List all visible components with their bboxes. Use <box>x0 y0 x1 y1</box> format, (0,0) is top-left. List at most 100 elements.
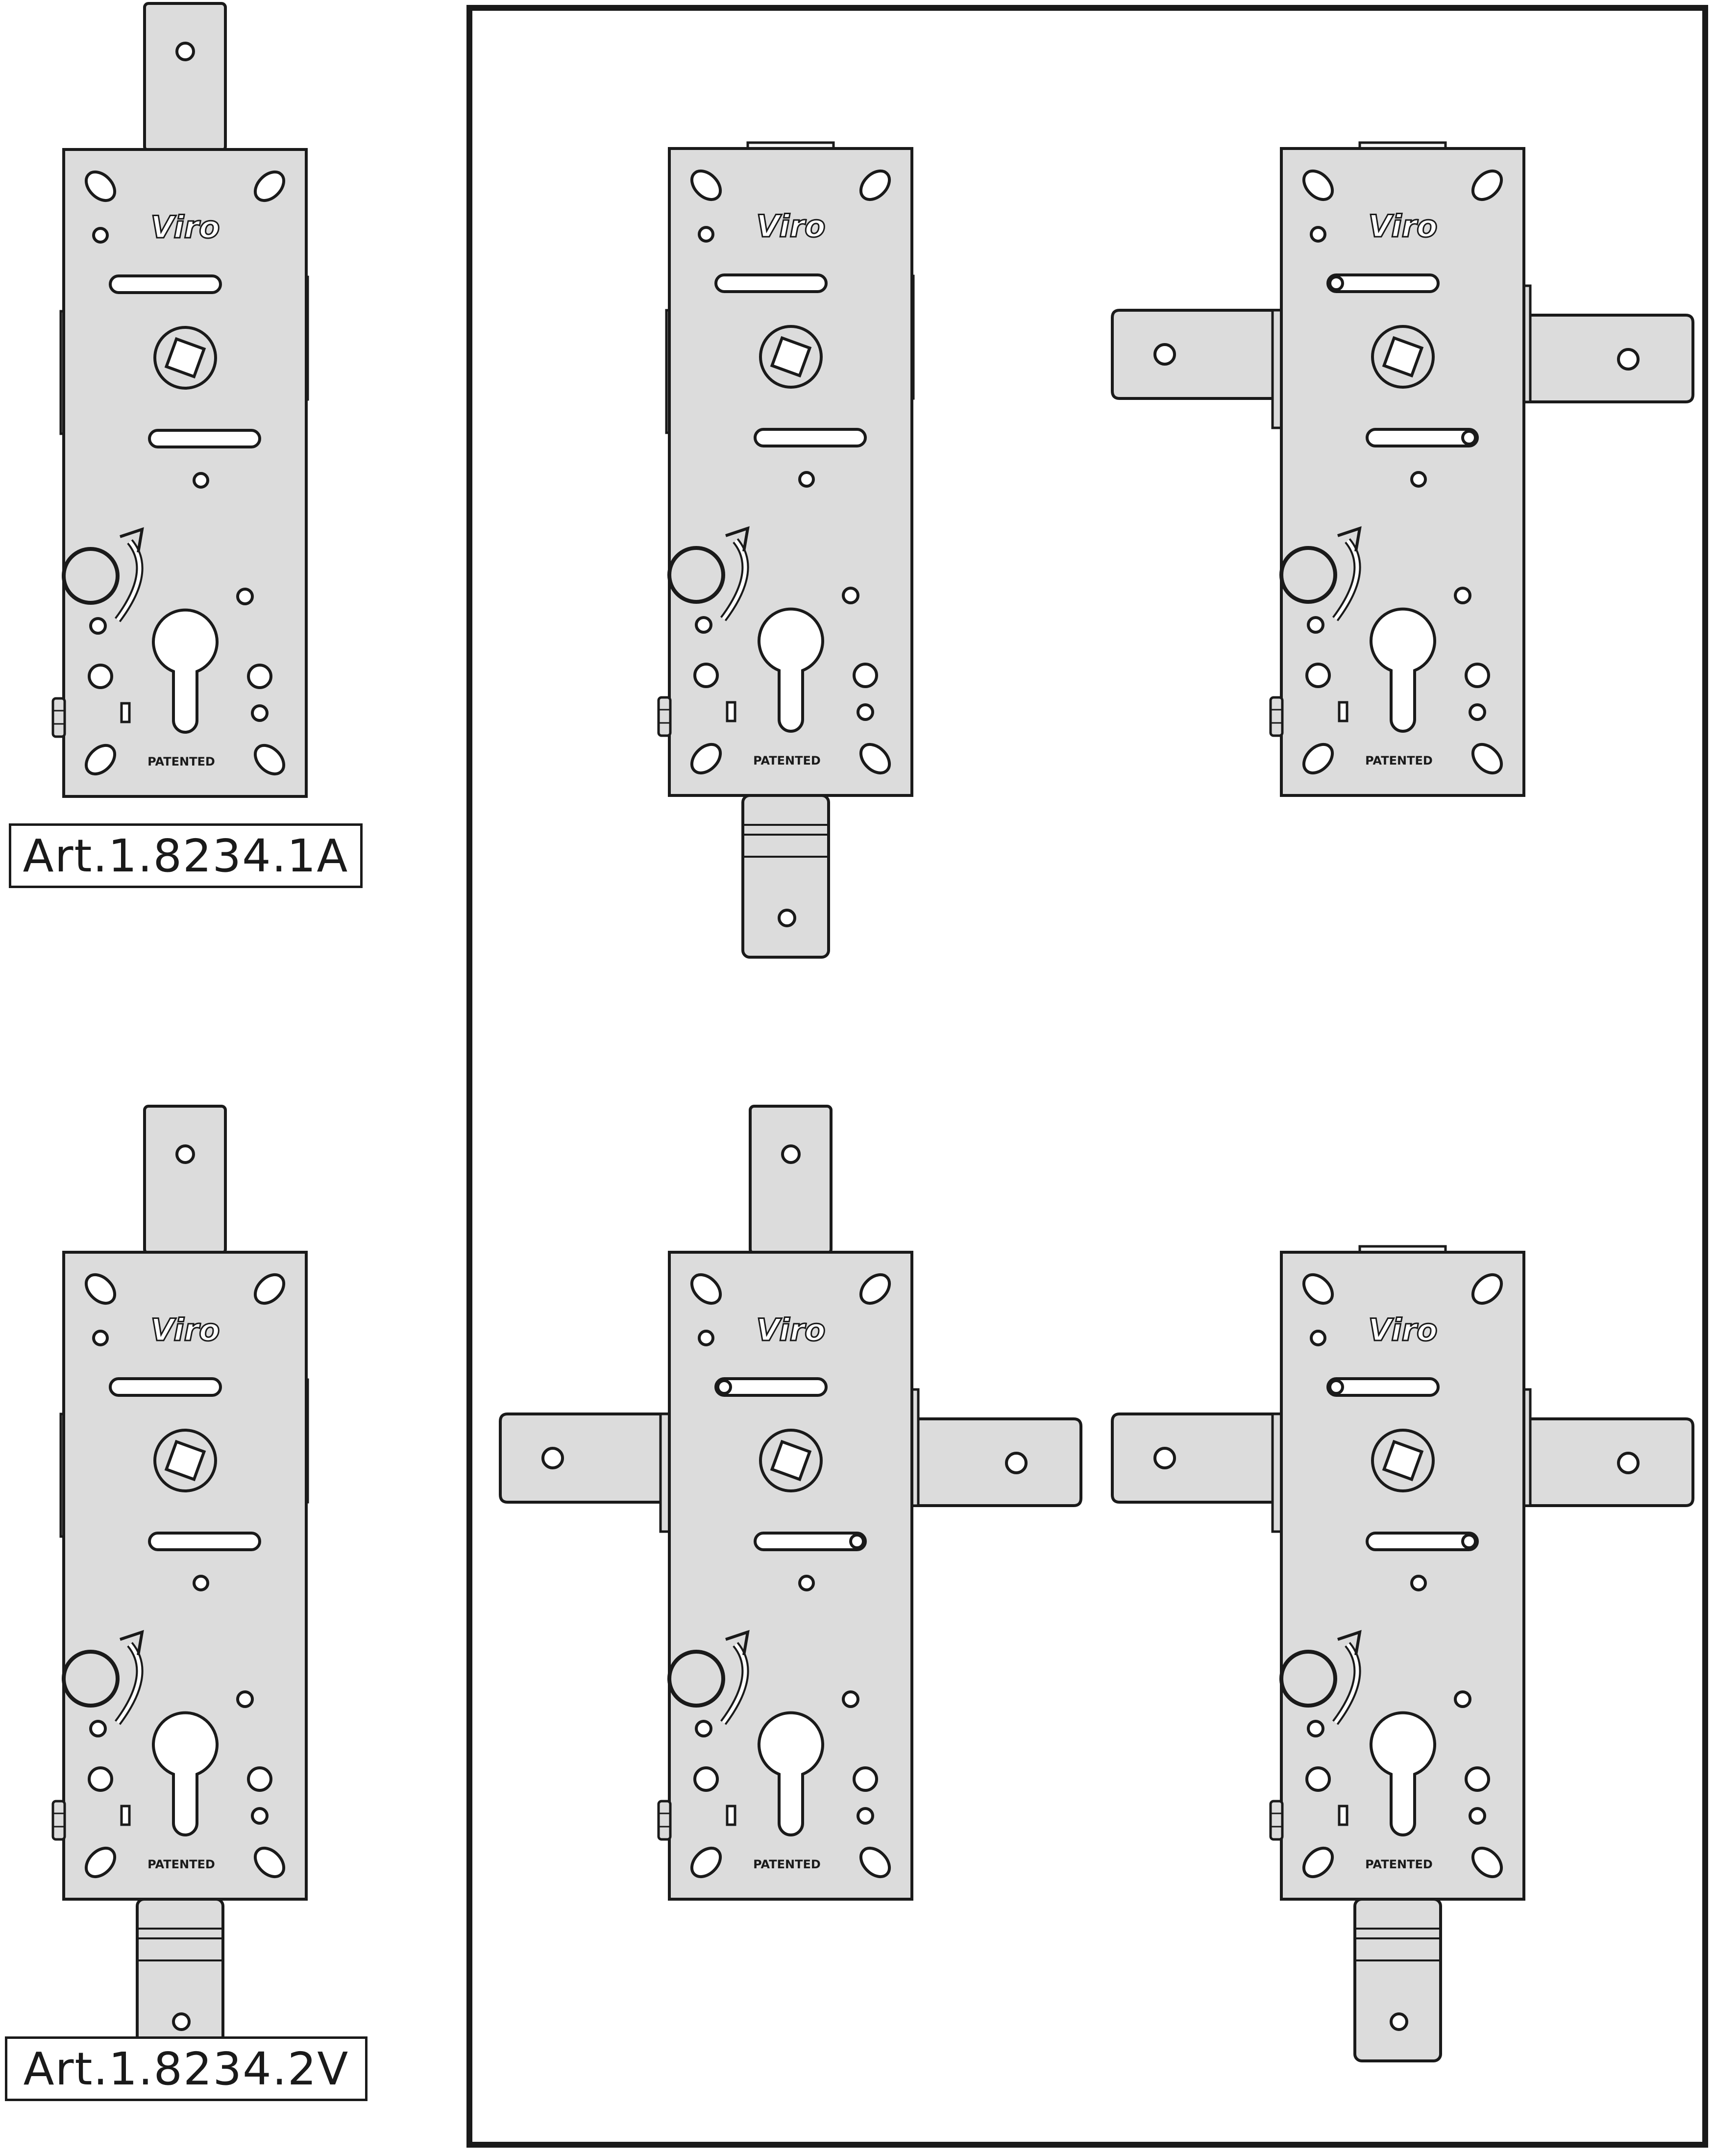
screw-hole <box>853 663 878 688</box>
side-stud <box>51 1800 66 1841</box>
slot-pin <box>1461 430 1477 446</box>
square-spindle-icon <box>770 1439 812 1482</box>
lower-slot <box>754 1532 867 1551</box>
screw-hole <box>92 227 109 244</box>
lower-slot <box>148 429 261 448</box>
screw-hole <box>698 226 714 243</box>
screw-hole <box>1310 226 1326 243</box>
mounting-hole <box>253 1846 286 1879</box>
small-slot <box>1338 701 1348 722</box>
screw-hole <box>247 1766 272 1792</box>
bottom-bolt <box>1353 1898 1442 2062</box>
small-slot <box>726 1805 736 1826</box>
mounting-hole <box>859 169 891 201</box>
mounting-hole <box>690 1273 722 1305</box>
screw-hole <box>693 1766 719 1792</box>
screw-hole <box>1465 1766 1490 1792</box>
upper-slot <box>714 1377 828 1397</box>
article-label-1a: Art.1.8234.1A <box>9 823 363 888</box>
keyhole-icon <box>152 1711 219 1836</box>
screw-hole <box>1307 1720 1324 1737</box>
patented-stamp: PATENTED <box>1365 1858 1433 1871</box>
keyhole-icon <box>152 608 219 734</box>
screw-hole <box>695 1720 712 1737</box>
lower-slot <box>754 428 867 447</box>
screw-hole <box>1305 1766 1331 1792</box>
screw-hole <box>89 617 107 635</box>
square-spindle-icon <box>1382 336 1424 378</box>
patented-stamp: PATENTED <box>147 755 215 768</box>
top-bolt <box>143 2 227 152</box>
bolt-hole <box>1617 1452 1640 1474</box>
screw-hole <box>1454 587 1471 604</box>
brand-logo: Viro <box>150 209 220 245</box>
brand-logo: Viro <box>1368 1312 1437 1348</box>
mounting-hole <box>690 169 722 201</box>
screw-hole <box>842 587 859 604</box>
side-stud <box>1269 696 1284 737</box>
upper-slot <box>1326 1377 1440 1397</box>
side-stud <box>51 697 66 738</box>
screw-hole <box>251 1807 269 1825</box>
brand-logo: Viro <box>1368 208 1437 244</box>
screw-hole <box>842 1690 859 1708</box>
screw-hole <box>92 1330 109 1346</box>
mounting-hole <box>859 743 891 775</box>
keyhole-icon <box>758 1711 824 1836</box>
top-bolt <box>143 1105 227 1255</box>
screw-hole <box>247 664 272 689</box>
mounting-hole <box>690 1846 722 1879</box>
keyhole-icon <box>758 607 824 733</box>
mounting-hole <box>84 1846 117 1879</box>
screw-hole <box>1410 471 1427 488</box>
screw-hole <box>857 1807 874 1825</box>
bolt-hole <box>781 1144 801 1164</box>
screw-hole <box>1469 1807 1486 1825</box>
patented-stamp: PATENTED <box>753 754 821 768</box>
bolt-hole <box>1617 348 1640 371</box>
bolt-hole <box>1153 343 1176 366</box>
bolt-hole <box>1005 1452 1028 1474</box>
brand-logo: Viro <box>150 1312 220 1348</box>
screw-hole <box>89 1720 107 1737</box>
mounting-hole <box>84 1273 117 1305</box>
mounting-hole <box>1471 1846 1503 1879</box>
bolt-hole <box>541 1447 564 1469</box>
screw-hole <box>1307 616 1324 634</box>
bolt-hole <box>1153 1447 1176 1469</box>
small-slot <box>726 701 736 722</box>
screw-hole <box>236 1690 254 1708</box>
keyhole-icon <box>1370 607 1436 733</box>
screw-hole <box>1465 663 1490 688</box>
screw-hole <box>193 1575 209 1591</box>
latch-knob <box>1279 546 1337 604</box>
slot-pin <box>1461 1534 1477 1549</box>
screw-hole <box>1469 703 1486 721</box>
latch-knob <box>62 547 120 605</box>
mounting-hole <box>690 743 722 775</box>
mounting-hole <box>253 170 286 202</box>
latch-knob <box>667 546 725 604</box>
screw-hole <box>695 616 712 634</box>
bottom-bolt <box>741 794 830 959</box>
side-stud <box>1269 1800 1284 1841</box>
latch-knob <box>62 1650 120 1708</box>
upper-slot <box>1326 273 1440 293</box>
mounting-hole <box>1302 1846 1334 1879</box>
article-label-2v: Art.1.8234.2V <box>5 2036 368 2101</box>
mounting-hole <box>1471 169 1503 201</box>
brand-logo: Viro <box>756 1312 825 1348</box>
slot-pin <box>1328 1379 1344 1395</box>
screw-hole <box>698 1330 714 1346</box>
patented-stamp: PATENTED <box>1365 754 1433 768</box>
screw-hole <box>88 664 113 689</box>
upper-slot <box>109 274 222 294</box>
screw-hole <box>193 472 209 489</box>
mounting-hole <box>859 1273 891 1305</box>
